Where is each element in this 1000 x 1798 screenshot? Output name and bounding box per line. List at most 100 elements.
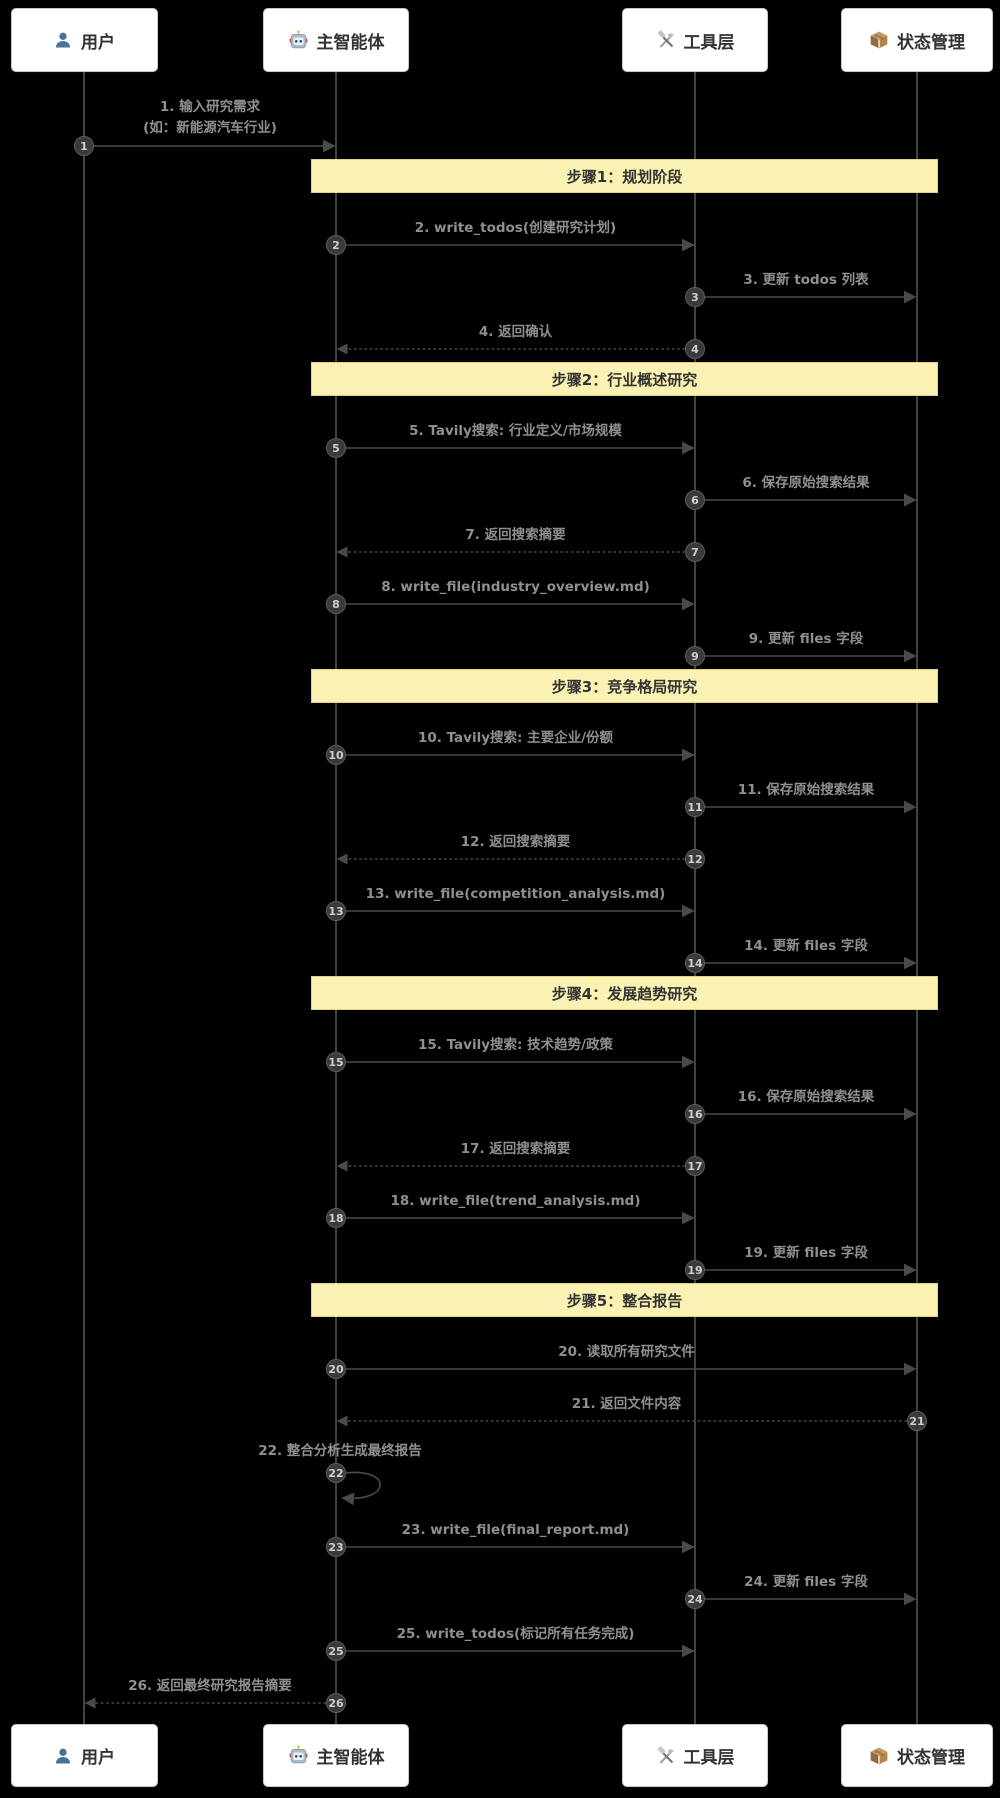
message-label: 3. 更新 todos 列表 [743,270,868,291]
tools-icon [656,1745,676,1766]
step-banner: 步骤5：整合报告 [311,1283,938,1317]
message-label: 17. 返回搜索摘要 [461,1139,571,1160]
sequence-number-badge: 20 [326,1359,346,1379]
actor-label: 主智能体 [316,32,385,53]
sequence-number-badge: 2 [326,235,346,255]
self-message-arrow [341,1471,381,1506]
message-label: 23. write_file(final_report.md) [402,1520,630,1541]
message-label-line: 7. 返回搜索摘要 [465,527,566,543]
message-label-line: 6. 保存原始搜索结果 [742,475,870,491]
actor-label: 工具层 [683,1748,735,1768]
robot-icon [288,1745,309,1766]
sequence-number-badge: 24 [685,1589,705,1609]
actor-label: 状态管理 [897,1748,965,1768]
message-label: 15. Tavily搜索: 技术趋势/政策 [418,1035,613,1056]
sequence-number-badge: 15 [326,1052,346,1072]
sequence-number-badge: 1 [74,136,94,156]
sequence-number-badge: 19 [685,1260,705,1280]
sequence-number-badge: 22 [326,1463,346,1483]
message-label-line: 24. 更新 files 字段 [744,1574,868,1590]
message-label-line: 4. 返回确认 [478,324,553,340]
sequence-number-badge: 16 [685,1104,705,1124]
actor-top-agent: 主智能体 [263,8,409,72]
message-label-line: 1. 输入研究需求 [159,99,261,115]
message-label: 1. 输入研究需求 (如：新能源汽车行业) [143,97,277,139]
message-label: 16. 保存原始搜索结果 [738,1087,875,1108]
package-icon [869,1746,889,1766]
actor-top-tools: 工具层 [622,8,768,72]
message-label: 21. 返回文件内容 [572,1394,682,1415]
actor-bottom-agent: 主智能体 [263,1724,409,1787]
message-label: 26. 返回最终研究报告摘要 [128,1676,292,1697]
package-icon [869,30,889,50]
message-label-line: 9. 更新 files 字段 [748,631,864,647]
message-label: 7. 返回搜索摘要 [465,525,565,546]
message-label-line: 12. 返回搜索摘要 [460,834,571,850]
actor-label: 状态管理 [897,32,965,53]
message-label: 18. write_file(trend_analysis.md) [391,1191,641,1212]
message-label-line: 22. 整合分析生成最终报告 [258,1443,422,1459]
tools-icon [656,30,676,50]
message-label-line: 10. Tavily搜索: 主要企业/份额 [417,730,614,746]
message-label: 13. write_file(competition_analysis.md) [366,884,666,905]
message-label-line: 21. 返回文件内容 [571,1396,682,1412]
sequence-number-badge: 23 [326,1537,346,1557]
message-label-line: 11. 保存原始搜索结果 [737,782,875,798]
message-label-line: 17. 返回搜索摘要 [460,1141,571,1157]
message-label: 6. 保存原始搜索结果 [742,473,869,494]
sequence-number-badge: 26 [326,1693,346,1713]
sequence-number-badge: 18 [326,1208,346,1228]
step-banner: 步骤3：竞争格局研究 [311,669,938,703]
message-label: 5. Tavily搜索: 行业定义/市场规模 [409,421,622,442]
message-label: 2. write_todos(创建研究计划) [415,218,616,239]
sequence-number-badge: 3 [685,287,705,307]
sequence-number-badge: 5 [326,438,346,458]
step-banner: 步骤1：规划阶段 [311,159,938,193]
message-label-line: 18. write_file(trend_analysis.md) [390,1193,641,1209]
actor-top-user: 用户 [10,8,158,72]
message-label: 8. write_file(industry_overview.md) [381,577,650,598]
message-label-line: 25. write_todos(标记所有任务完成) [396,1626,635,1642]
sequence-number-badge: 4 [685,339,705,359]
message-label-line: 2. write_todos(创建研究计划) [414,220,617,236]
message-label-line: 13. write_file(competition_analysis.md) [365,886,666,902]
message-label-line: 14. 更新 files 字段 [744,938,868,954]
message-label: 25. write_todos(标记所有任务完成) [397,1624,635,1645]
robot-icon [288,29,309,51]
message-label-line: 5. Tavily搜索: 行业定义/市场规模 [409,423,622,439]
actor-bottom-state: 状态管理 [841,1724,993,1787]
sequence-number-badge: 8 [326,594,346,614]
message-label: 11. 保存原始搜索结果 [738,780,875,801]
message-label: 9. 更新 files 字段 [749,629,863,650]
message-label: 24. 更新 files 字段 [744,1572,868,1593]
sequence-number-badge: 10 [326,745,346,765]
sequence-number-badge: 9 [685,646,705,666]
message-label: 19. 更新 files 字段 [744,1243,868,1264]
message-label: 10. Tavily搜索: 主要企业/份额 [418,728,613,749]
message-label-line: 20. 读取所有研究文件 [558,1344,695,1360]
sequence-number-badge: 6 [685,490,705,510]
sequence-number-badge: 7 [685,542,705,562]
step-banner: 步骤2：行业概述研究 [311,362,938,396]
message-label-line: 15. Tavily搜索: 技术趋势/政策 [417,1037,614,1053]
message-label: 20. 读取所有研究文件 [558,1342,695,1363]
sequence-number-badge: 11 [685,797,705,817]
message-label-line: (如：新能源汽车行业) [143,120,277,136]
actor-bottom-tools: 工具层 [622,1724,768,1787]
message-label-line: 19. 更新 files 字段 [744,1245,868,1261]
message-label-line: 26. 返回最终研究报告摘要 [128,1678,292,1694]
message-label: 14. 更新 files 字段 [744,936,868,957]
sequence-number-badge: 25 [326,1641,346,1661]
step-banner: 步骤4：发展趋势研究 [311,976,938,1010]
sequence-number-badge: 21 [907,1411,927,1431]
actor-label: 主智能体 [316,1748,385,1768]
sequence-number-badge: 17 [685,1156,705,1176]
message-label-line: 16. 保存原始搜索结果 [737,1089,875,1105]
sequence-number-badge: 12 [685,849,705,869]
message-label-line: 23. write_file(final_report.md) [401,1522,630,1538]
user-icon [53,30,73,50]
actor-label: 用户 [81,32,115,53]
message-label-line: 8. write_file(industry_overview.md) [381,579,650,595]
user-icon [53,1746,73,1766]
